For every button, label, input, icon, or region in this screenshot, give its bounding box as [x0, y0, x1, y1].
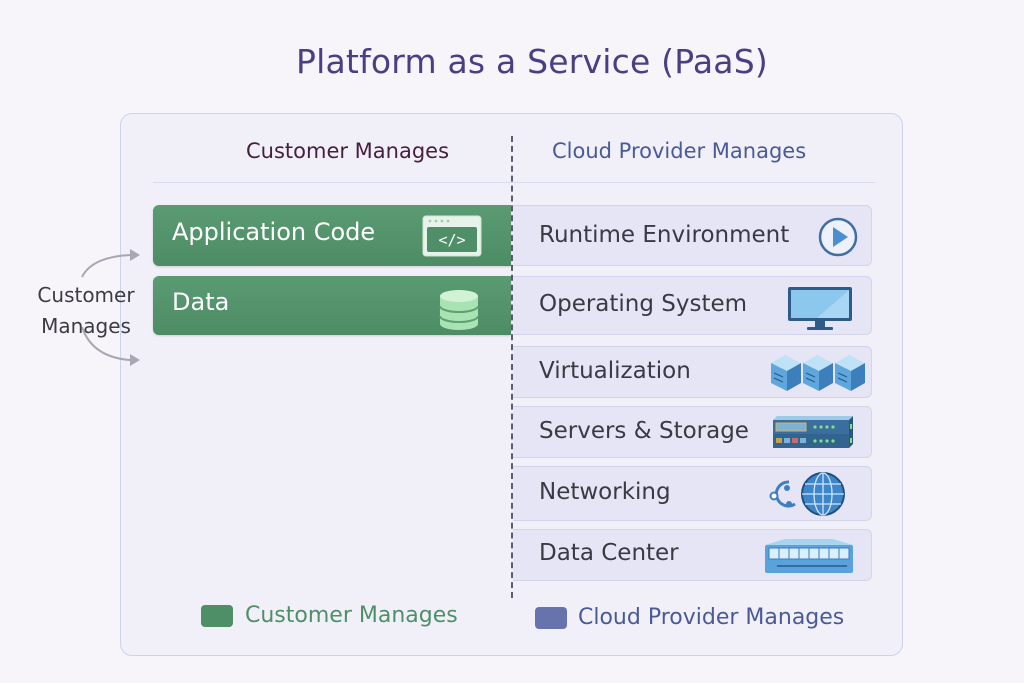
layer-label: Operating System — [539, 291, 748, 317]
svg-text:</>: </> — [438, 231, 465, 249]
data-center-icon — [765, 539, 853, 573]
side-label: Customer Manages — [30, 280, 142, 342]
layer-label: Networking — [539, 479, 671, 505]
side-label-line1: Customer — [37, 283, 135, 307]
layer-data-center: Data Center — [513, 529, 872, 581]
side-label-line2: Manages — [41, 314, 131, 338]
layer-networking: Networking — [513, 466, 872, 521]
legend-label-customer: Customer Manages — [245, 603, 458, 628]
customer-column-heading: Customer Manages — [246, 139, 450, 163]
layer-runtime-environment: Runtime Environment — [513, 205, 872, 266]
provider-column-heading: Cloud Provider Manages — [552, 139, 807, 163]
layer-virtualization: Virtualization — [513, 346, 872, 398]
layer-label: Virtualization — [539, 358, 691, 384]
legend-label-provider: Cloud Provider Manages — [578, 605, 845, 630]
layer-label: Application Code — [172, 218, 376, 246]
layer-operating-system: Operating System — [513, 276, 872, 335]
layer-data: Data — [153, 276, 511, 335]
responsibility-divider — [511, 136, 513, 598]
server-rack-icon — [773, 416, 853, 448]
legend-swatch-customer — [201, 605, 233, 627]
page-title: Platform as a Service (PaaS) — [296, 42, 768, 81]
layer-label: Data Center — [539, 540, 679, 566]
layer-application-code: Application Code </> — [153, 205, 511, 266]
database-icon — [439, 290, 479, 330]
header-divider — [153, 182, 875, 183]
globe-network-icon — [769, 472, 845, 516]
layer-servers-storage: Servers & Storage — [513, 406, 872, 458]
code-window-icon: </> — [422, 215, 482, 257]
layer-label: Servers & Storage — [539, 418, 749, 444]
monitor-icon — [788, 287, 852, 330]
layer-label: Data — [172, 288, 230, 316]
side-arrows-icon — [81, 249, 140, 366]
virtual-machines-icon — [771, 355, 865, 391]
layer-label: Runtime Environment — [539, 222, 790, 248]
play-circle-icon — [818, 217, 858, 257]
legend-swatch-provider — [535, 607, 567, 629]
